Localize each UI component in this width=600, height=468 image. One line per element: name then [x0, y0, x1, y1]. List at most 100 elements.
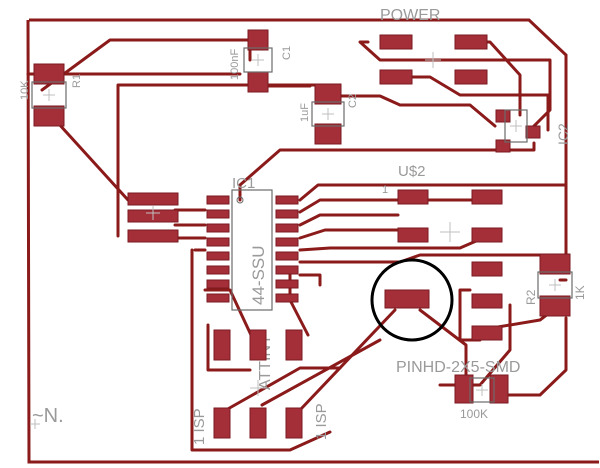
- c1-pad-bottom: [247, 71, 269, 93]
- ic1-name-label: IC1: [232, 175, 255, 192]
- ic1-pin-r8: [275, 293, 299, 303]
- ic1-pin-r2: [275, 209, 299, 219]
- isp-pad-top-1: [213, 329, 231, 361]
- isp-pad-bottom-2: [249, 407, 267, 439]
- ic1-pin-l6: [206, 265, 230, 275]
- resistor-r1: 10K R1: [19, 63, 83, 127]
- trace-isp-c: [298, 308, 397, 412]
- trace-power-mid: [408, 75, 550, 132]
- ic1-pin-l3: [206, 223, 230, 233]
- isp-pad-top-3: [285, 329, 303, 361]
- ic1-pin-l4: [206, 237, 230, 247]
- trace-u2-row2: [298, 213, 400, 227]
- trace-ic1-down: [203, 288, 260, 352]
- highlight-circle: [370, 258, 454, 342]
- header-pad-3: [471, 325, 503, 341]
- header-pad-highlighted: [384, 289, 430, 309]
- trace-outer-left: [26, 19, 599, 464]
- north-label: ~N.: [32, 405, 64, 427]
- r1-value-label: 10K: [19, 80, 31, 100]
- ic1-pin-r5: [275, 251, 299, 261]
- ic2-pad-3: [495, 139, 511, 153]
- r2-name-label: R2: [524, 289, 538, 305]
- u2-name-label: U$2: [398, 163, 426, 180]
- ic1-pin-l5: [206, 251, 230, 261]
- ic2-pad-2: [525, 125, 541, 139]
- ic1-pin-r7: [275, 279, 299, 289]
- power-regulator: POWER: [379, 7, 488, 85]
- isp-connector: 1 ISP 1 ISP: [191, 329, 330, 445]
- trace-ic1-right: [298, 273, 322, 287]
- power-pad-3: [379, 69, 413, 85]
- trace-c2-ic2: [338, 94, 497, 128]
- header-pad-2: [471, 293, 503, 309]
- ic1-pin-l8: [206, 293, 230, 303]
- ic1-pin-r3: [275, 223, 299, 233]
- north-marker: ~N.: [30, 405, 64, 429]
- r1-pad-top: [33, 63, 65, 85]
- c1-name-label: C1: [281, 46, 293, 60]
- board-traces: [26, 18, 599, 464]
- r3-value-label: 100K: [460, 407, 488, 421]
- left-connector: [127, 192, 179, 243]
- c2-pad-top: [314, 83, 342, 105]
- trace-header-loop: [458, 288, 482, 342]
- power-pad-4: [454, 69, 488, 85]
- resistor-r2: R2 1K: [524, 253, 587, 317]
- isp-pad-top-2: [249, 329, 267, 361]
- resistor-r3: 100K: [454, 374, 509, 421]
- u2-pad-1: [397, 189, 429, 205]
- u2-pad-4: [471, 227, 503, 243]
- isp-pad-bottom-1: [213, 407, 231, 439]
- c2-pad-bottom: [314, 123, 342, 145]
- r2-value-label: 1K: [573, 285, 587, 300]
- ic2-name-label: IC2: [555, 123, 571, 145]
- ic1-pin-l2: [206, 209, 230, 219]
- trace-left-ground: [190, 248, 332, 452]
- trace-u2-top: [298, 183, 568, 202]
- r1-name-label: R1: [71, 74, 83, 88]
- isp-left-label: 1 ISP: [191, 408, 208, 445]
- trace-outer-top: [29, 18, 568, 258]
- header-part-label: PINHD-2X5-SMD: [396, 359, 520, 376]
- trace-r3-right: [496, 316, 568, 397]
- c2-value-label: 1uF: [299, 103, 311, 122]
- c2-name-label: C2: [347, 94, 359, 108]
- ic1-pin-l7: [206, 279, 230, 289]
- ic2-regulator: IC2: [495, 109, 571, 153]
- left-pad-1: [127, 192, 179, 206]
- c1-pad-top: [247, 29, 269, 51]
- trace-u2-row1: [298, 198, 482, 214]
- trace-u2-row4: [298, 233, 492, 252]
- header-pad-1: [471, 261, 503, 277]
- capacitor-c1: 100nF C1: [229, 29, 293, 93]
- ic1-pin-r6: [275, 265, 299, 275]
- u2-connector: U$2 1: [382, 163, 503, 243]
- trace-isp-b: [260, 338, 382, 407]
- trace-r1-down: [46, 110, 130, 202]
- u2-pad-2: [471, 189, 503, 205]
- left-pad-3: [127, 229, 179, 243]
- power-pad-2: [454, 34, 488, 50]
- ic1-pin-r1: [275, 195, 299, 205]
- header-pads: PINHD-2X5-SMD: [370, 258, 520, 376]
- power-label: POWER: [380, 7, 440, 24]
- power-pad-1: [379, 34, 413, 50]
- r1-pad-bottom: [33, 105, 65, 127]
- isp-pad-bottom-3: [285, 407, 303, 439]
- r3-pad-left: [454, 374, 474, 404]
- r2-pad-bottom: [539, 295, 571, 317]
- u2-pad-3: [397, 227, 429, 243]
- isp-right-label: 1 ISP: [313, 403, 330, 440]
- u2-pin-one-label: 1: [382, 184, 388, 196]
- ic1-pin-r4: [275, 237, 299, 247]
- trace-header-down: [418, 308, 468, 382]
- c1-value-label: 100nF: [229, 49, 241, 80]
- ic1-pin-l1: [206, 195, 230, 205]
- ic1-package-label: 44-SSU: [249, 245, 268, 305]
- capacitor-c2: 1uF C2: [299, 83, 359, 145]
- r3-pad-right: [489, 374, 509, 404]
- r2-pad-top: [539, 253, 571, 275]
